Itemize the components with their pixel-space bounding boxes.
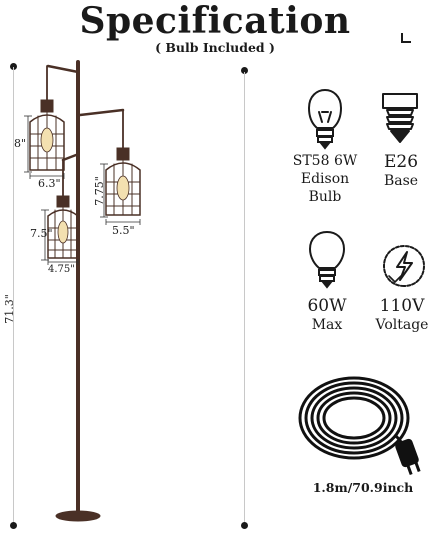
floor-lamp-illustration — [24, 60, 141, 522]
spec-e26-base-line1: E26 — [383, 152, 419, 172]
e26-base-icon — [382, 93, 418, 143]
page-title: Specification — [79, 0, 351, 42]
dim-dot-bottom-left — [10, 522, 17, 529]
spec-e26-base: E26 Base — [368, 152, 430, 190]
divider-line — [244, 72, 245, 524]
spec-edison-bulb-line3: Bulb — [308, 189, 342, 205]
cord-length-label: 1.8m/70.9inch — [312, 480, 414, 495]
top-shade-width-label: 6.3" — [38, 177, 61, 190]
corner-mark — [401, 33, 411, 43]
edison-bulb-icon — [307, 88, 343, 150]
spec-voltage: 110V Voltage — [370, 296, 430, 334]
led-bulb-icon — [308, 230, 346, 289]
spec-wattage-line1: 60W — [307, 296, 347, 316]
right-shade-height-label: 7.75" — [93, 176, 106, 206]
low-shade-height-label: 7.5" — [30, 227, 53, 240]
page-subtitle: ( Bulb Included ) — [155, 40, 275, 55]
spec-edison-bulb-line1: ST58 6W — [292, 153, 358, 169]
spec-e26-base-line2: Base — [383, 173, 419, 189]
spec-edison-bulb: ST58 6W Edison Bulb — [281, 152, 369, 206]
divider-dot-top — [241, 67, 248, 74]
right-shade-width-label: 5.5" — [112, 224, 135, 237]
spec-voltage-line2: Voltage — [375, 317, 429, 333]
top-shade-height-label: 8" — [14, 137, 27, 150]
voltage-icon — [383, 245, 425, 287]
spec-edison-bulb-line2: Edison — [300, 171, 350, 187]
divider-dot-bottom — [241, 522, 248, 529]
dim-dot-top-left — [10, 63, 17, 70]
spec-voltage-line1: 110V — [379, 296, 425, 316]
low-shade-width-label: 4.75" — [48, 264, 75, 275]
spec-wattage-line2: Max — [311, 317, 343, 333]
spec-wattage: 60W Max — [292, 296, 362, 334]
total-height-line — [13, 67, 14, 525]
power-cord-icon — [298, 376, 421, 476]
